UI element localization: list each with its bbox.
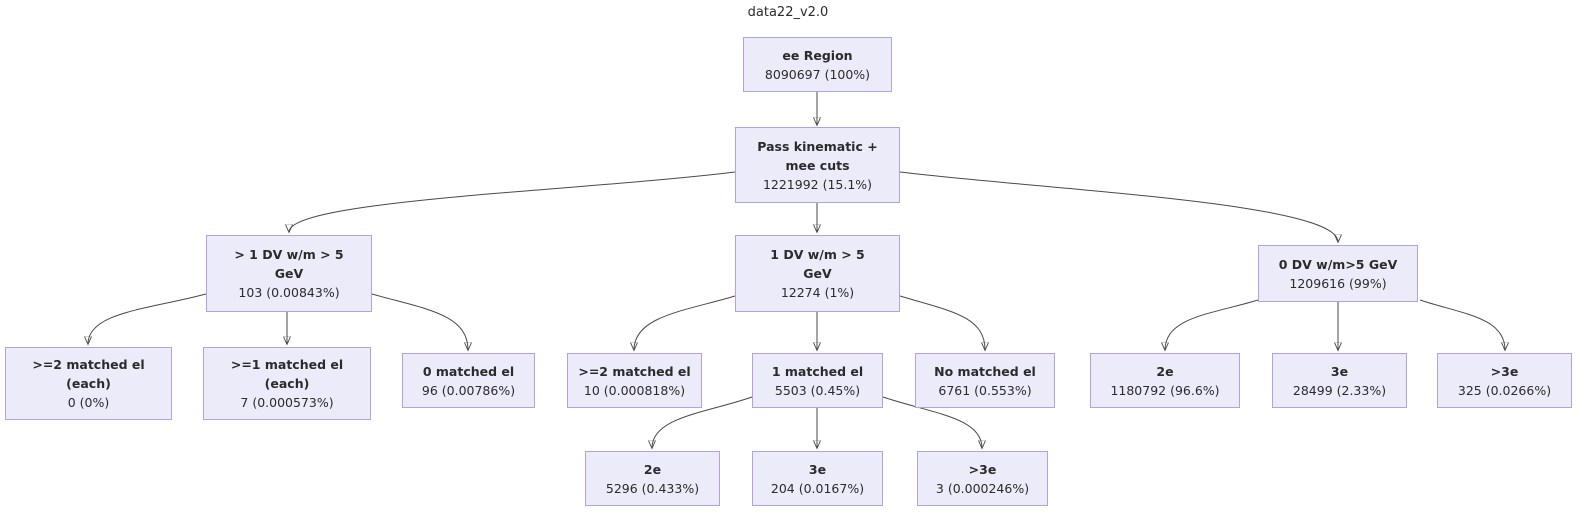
node-no-matched: No matched el 6761 (0.553%)	[915, 353, 1055, 408]
node-count: 103 (0.00843%)	[238, 285, 340, 300]
node-label: >3e	[1490, 363, 1519, 379]
node-ge2-matched: >=2 matched el 10 (0.000818%)	[567, 353, 702, 408]
edge-gt1dv-to-0matched	[371, 293, 468, 350]
edge-pass-to-gt1dv	[289, 171, 736, 232]
node-label: > 1 DV w/m > 5 GeV	[234, 247, 344, 281]
node-count: 1180792 (96.6%)	[1110, 382, 1220, 398]
node-label: 3e	[1330, 363, 1349, 379]
node-label: No matched el	[934, 363, 1036, 379]
node-label: >=1 matched el (each)	[230, 357, 344, 391]
node-m1-gt3e: >3e 3 (0.000246%)	[917, 451, 1048, 506]
node-label: >=2 matched el	[578, 363, 691, 379]
node-dv0-gt3e: >3e 325 (0.0266%)	[1437, 353, 1572, 408]
node-ge2-matched-each: >=2 matched el (each) 0 (0%)	[5, 347, 172, 420]
node-label: >3e	[968, 461, 997, 477]
node-count: 1209616 (99%)	[1289, 275, 1387, 291]
edge-0dv-to-gt3e	[1419, 299, 1505, 350]
edge-1dv-to-ge2matched	[634, 295, 736, 350]
node-count: 12274 (1%)	[780, 285, 855, 300]
node-m1-2e: 2e 5296 (0.433%)	[585, 451, 720, 506]
edge-0dv-to-2e	[1165, 299, 1259, 350]
node-count: 7 (0.000573%)	[240, 395, 334, 410]
node-count: 5503 (0.45%)	[774, 382, 861, 398]
node-count: 6761 (0.553%)	[938, 382, 1032, 398]
node-m1-3e: 3e 204 (0.0167%)	[752, 451, 883, 506]
node-label: 1 DV w/m > 5 GeV	[770, 247, 865, 281]
node-label: >=2 matched el (each)	[32, 357, 145, 391]
node-gt1-dv: > 1 DV w/m > 5 GeV 103 (0.00843%)	[206, 235, 372, 312]
node-ee-region: ee Region 8090697 (100%)	[743, 37, 892, 92]
node-count: 3 (0.000246%)	[935, 480, 1030, 496]
node-one-matched: 1 matched el 5503 (0.45%)	[752, 353, 883, 408]
node-label: 0 DV w/m>5 GeV	[1278, 256, 1398, 272]
edge-1matched-to-2e	[652, 396, 753, 448]
node-zero-dv: 0 DV w/m>5 GeV 1209616 (99%)	[1258, 245, 1418, 302]
node-label: ee Region	[782, 47, 853, 63]
node-dv0-2e: 2e 1180792 (96.6%)	[1090, 353, 1240, 408]
node-count: 28499 (2.33%)	[1292, 382, 1387, 398]
node-count: 204 (0.0167%)	[770, 480, 865, 496]
node-count: 5296 (0.433%)	[605, 480, 700, 496]
graph-title: data22_v2.0	[747, 5, 829, 20]
node-pass-kinematic: Pass kinematic + mee cuts 1221992 (15.1%…	[735, 127, 900, 203]
node-one-dv: 1 DV w/m > 5 GeV 12274 (1%)	[735, 235, 900, 312]
edge-1dv-to-nomatched	[899, 295, 985, 350]
node-count: 96 (0.00786%)	[421, 382, 516, 398]
node-count: 1221992 (15.1%)	[762, 176, 873, 192]
node-count: 0 (0%)	[67, 395, 110, 410]
node-label: 2e	[1156, 363, 1174, 379]
node-count: 10 (0.000818%)	[583, 382, 686, 398]
node-count: 8090697 (100%)	[764, 66, 871, 82]
node-label: Pass kinematic + mee cuts	[757, 138, 878, 173]
node-label: 3e	[808, 461, 827, 477]
node-ge1-matched-each: >=1 matched el (each) 7 (0.000573%)	[203, 347, 371, 420]
node-label: 1 matched el	[771, 363, 864, 379]
edge-gt1dv-to-ge2each	[88, 293, 207, 344]
edge-pass-to-0dv	[899, 171, 1338, 242]
node-label: 2e	[643, 461, 662, 477]
node-count: 325 (0.0266%)	[1457, 382, 1552, 398]
node-label: 0 matched el	[422, 363, 515, 379]
edge-1matched-to-gt3e	[882, 396, 982, 448]
node-zero-matched: 0 matched el 96 (0.00786%)	[402, 353, 535, 408]
node-dv0-3e: 3e 28499 (2.33%)	[1272, 353, 1407, 408]
